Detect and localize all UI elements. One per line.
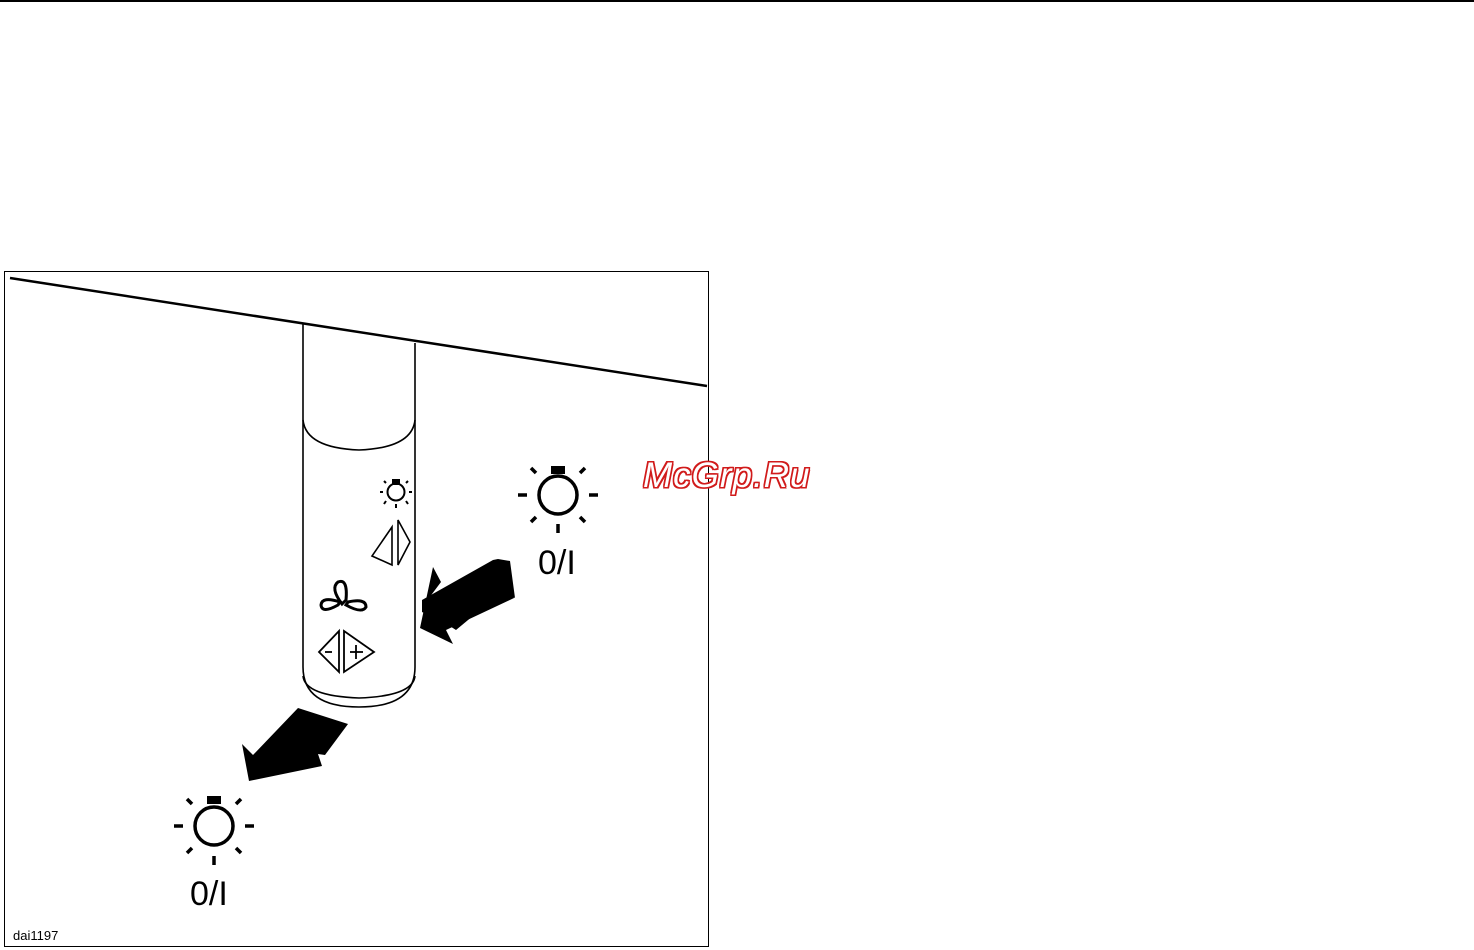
light-adjust-triangles [372, 520, 410, 565]
pull-arrow-icon [242, 708, 348, 781]
dashboard-edge [10, 278, 707, 386]
state-label-right: 0/I [538, 546, 576, 580]
light-bulb-icon-left [174, 796, 254, 865]
fan-icon [321, 581, 366, 610]
control-stalk [303, 323, 415, 707]
light-bulb-icon-right [518, 466, 598, 533]
watermark: McGrp.Ru [643, 458, 810, 493]
state-label-left: 0/I [190, 877, 228, 911]
increase-decrease-icon [319, 631, 374, 672]
figure-reference-code: dai1197 [13, 929, 58, 942]
light-bulb-icon [380, 480, 412, 508]
